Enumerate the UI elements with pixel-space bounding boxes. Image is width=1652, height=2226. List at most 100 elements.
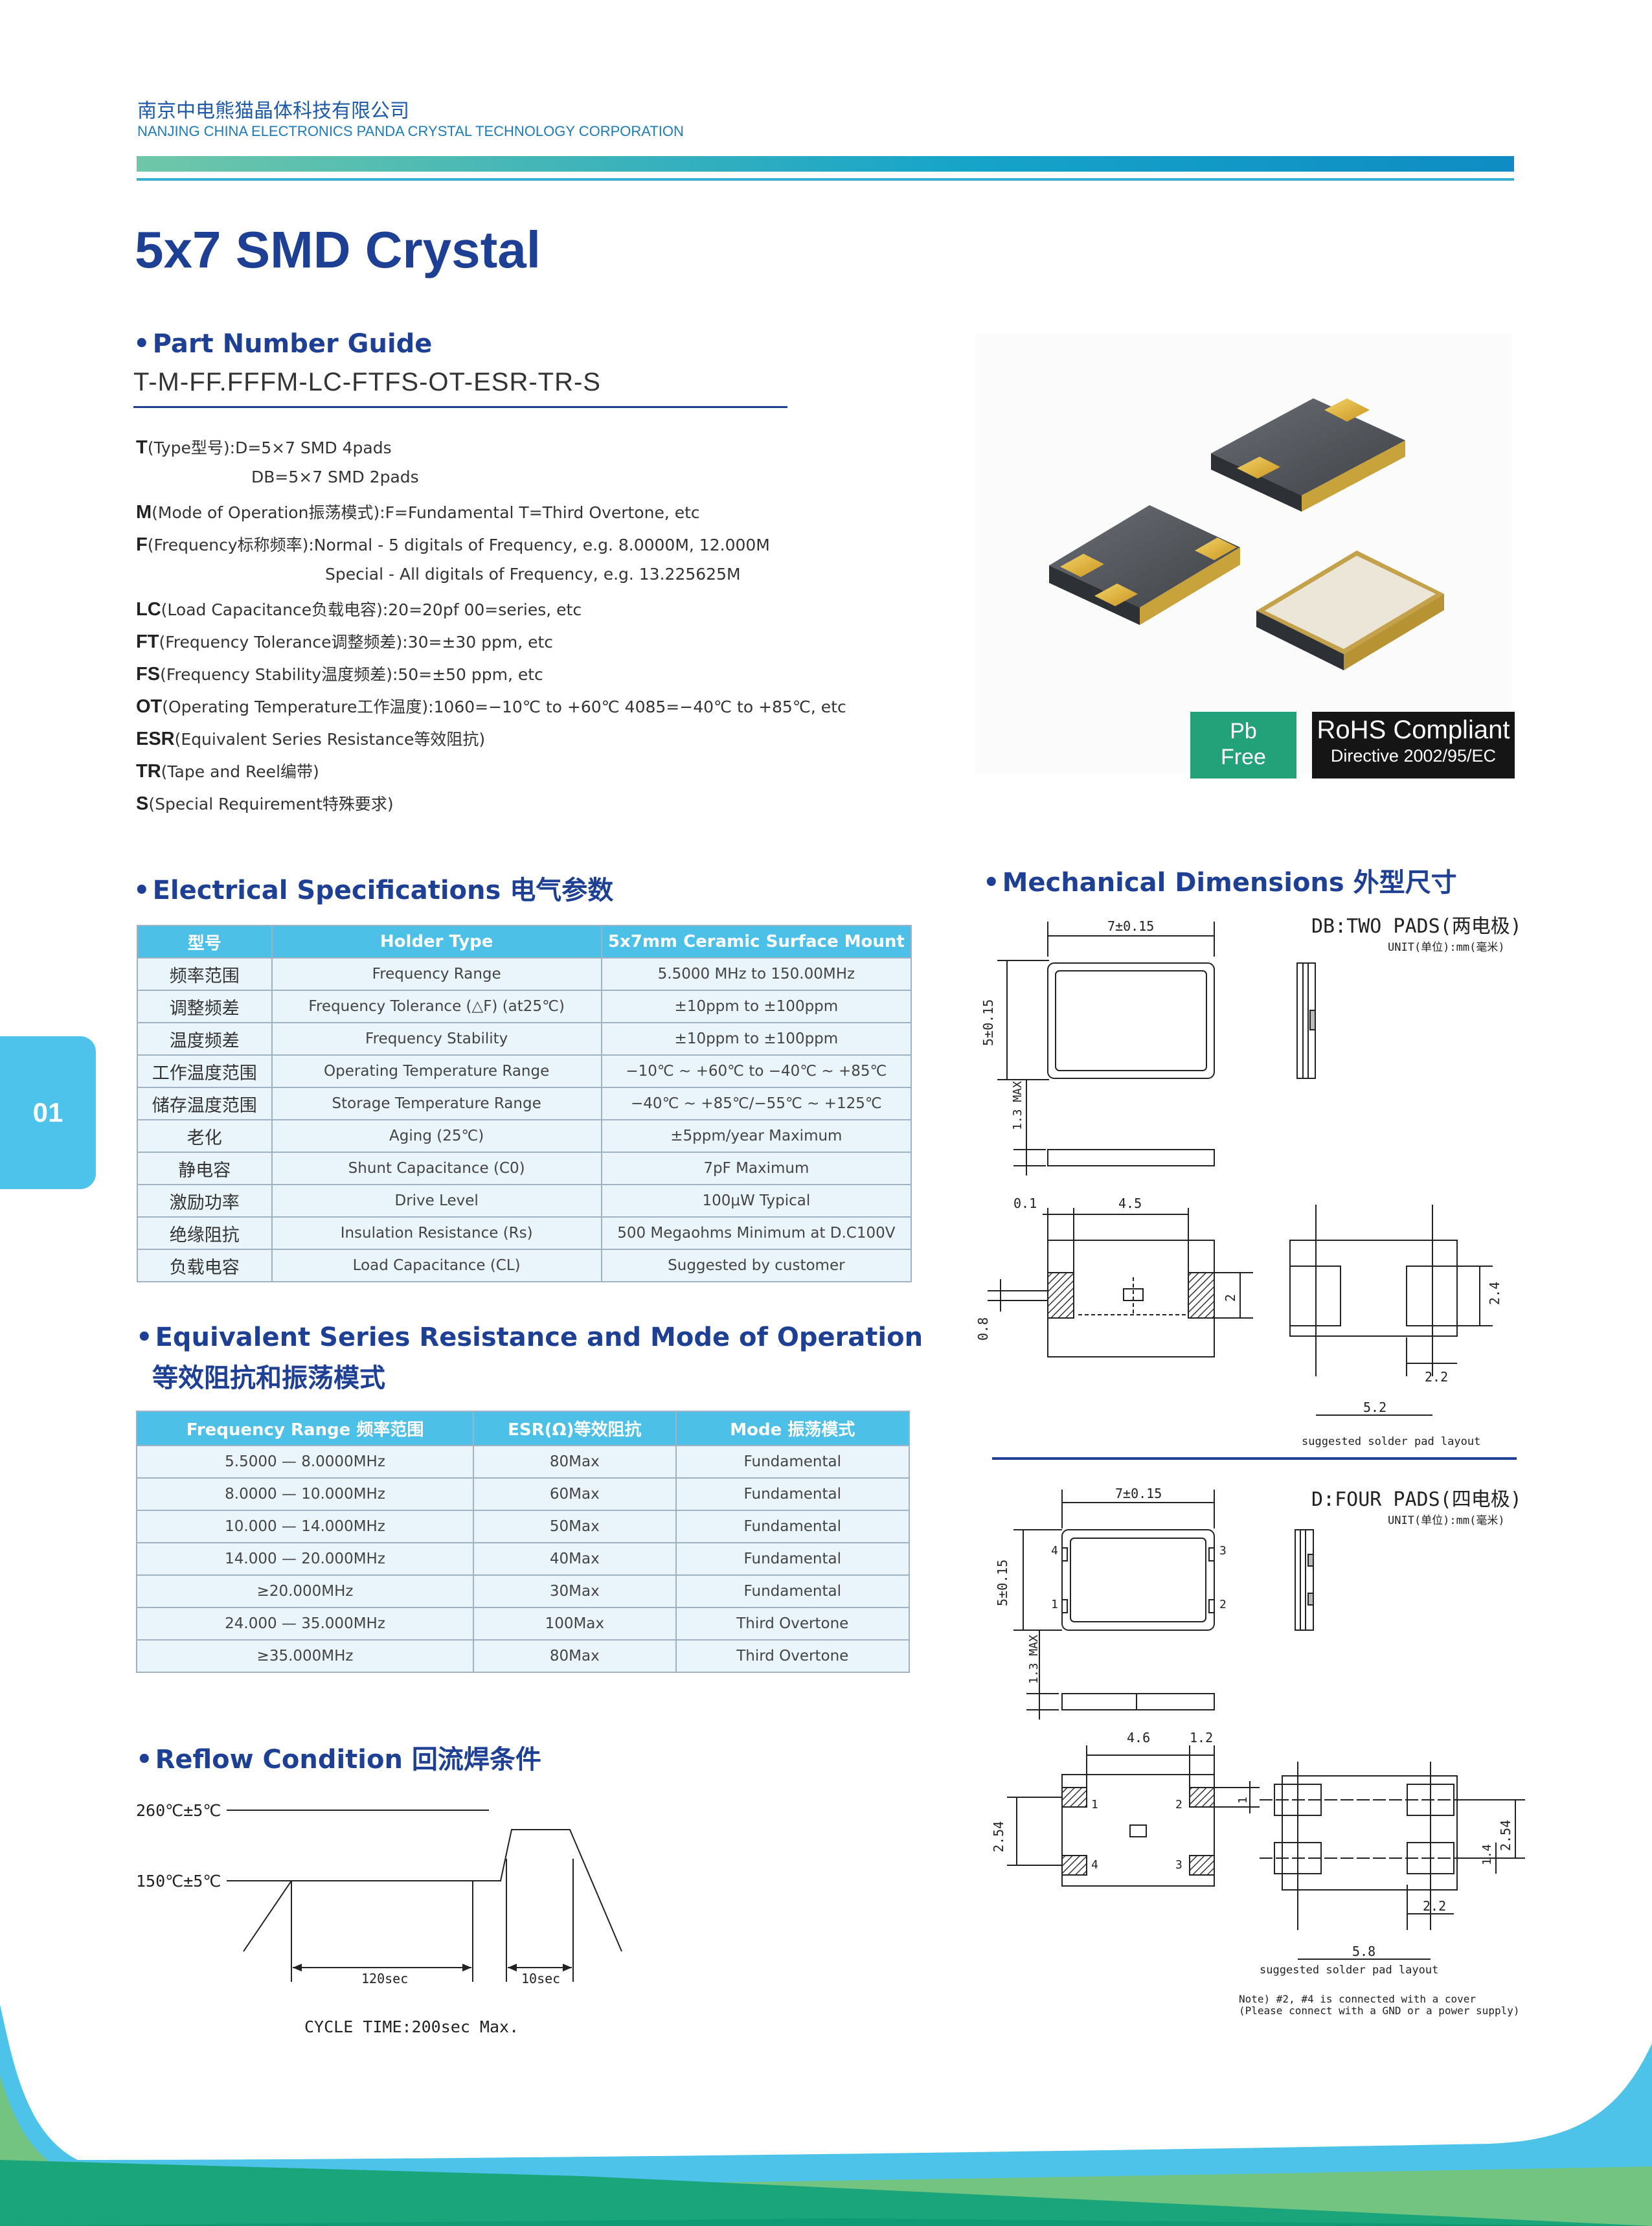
part-guide-key: F [136, 534, 148, 555]
company-name-en: NANJING CHINA ELECTRONICS PANDA CRYSTAL … [137, 123, 684, 139]
table-cell: 24.000 — 35.000MHz [135, 1607, 475, 1641]
part-guide-desc: (Mode of Operation振荡模式):F=Fundamental T=… [152, 503, 700, 522]
bottom-pin-2: 2 [1175, 1798, 1182, 1811]
pattern-underline [133, 406, 787, 408]
pb-free-badge: Pb Free [1190, 712, 1296, 778]
table-cell: 10.000 — 14.000MHz [135, 1510, 475, 1543]
part-guide-heading-text: Part Number Guide [152, 329, 433, 359]
part-guide-key: FT [136, 631, 159, 652]
section-divider [992, 1457, 1517, 1460]
label-150: 150℃±5℃ [136, 1872, 221, 1891]
part-guide-desc: (Frequency标称频率):Normal - 5 digitals of F… [147, 536, 770, 554]
table-cell: Load Capacitance (CL) [271, 1249, 602, 1282]
part-guide-line: FS(Frequency Stability温度频差):50=±50 ppm, … [136, 662, 543, 685]
table-cell: 14.000 — 20.000MHz [135, 1542, 475, 1576]
part-guide-line: Special - All digitals of Frequency, e.g… [325, 565, 741, 584]
table-cell: 激励功率 [137, 1184, 273, 1218]
part-guide-desc: (Load Capacitance负载电容):20=20pf 00=series… [161, 600, 582, 619]
d-four-pads-drawing: 7±0.15 5±0.15 1.3 MAX 4 3 1 2 4.6 1.2 1 … [991, 1486, 1525, 2017]
db-dim-22: 2.2 [1425, 1369, 1448, 1385]
table-cell: 50Max [473, 1510, 677, 1543]
company-name-cn: 南京中电熊猫晶体科技有限公司 [137, 100, 409, 122]
d-unit: UNIT(单位):mm(毫米) [1388, 1514, 1505, 1527]
table-cell: 储存温度范围 [137, 1087, 273, 1120]
table-cell: 工作温度范围 [137, 1054, 273, 1088]
part-guide-desc: (Frequency Tolerance调整频差):30=±30 ppm, et… [159, 633, 554, 652]
page-tab: 01 [0, 1036, 96, 1189]
db-dim-width: 7±0.15 [1107, 918, 1154, 934]
reflow-profile-diagram: 260℃±5℃ 150℃±5℃ 120sec 10sec CYCLE TIME:… [136, 1801, 622, 2036]
column-header: Holder Type [271, 925, 602, 959]
d-dim-height: 5±0.15 [995, 1560, 1010, 1606]
table-cell: 静电容 [137, 1152, 273, 1185]
table-cell: Frequency Tolerance (△F) (at25℃) [271, 990, 602, 1023]
table-cell: 5.5000 MHz to 150.00MHz [600, 957, 912, 991]
cycle-time: CYCLE TIME:200sec Max. [304, 2017, 519, 2036]
table-cell: 80Max [473, 1445, 677, 1479]
table-cell: Frequency Range [271, 957, 602, 991]
product-photo [975, 334, 1512, 774]
table-cell: −40℃ ~ +85℃/−55℃ ~ +125℃ [600, 1087, 912, 1120]
table-cell: 绝缘阻抗 [137, 1216, 273, 1250]
d-dim-46: 4.6 [1127, 1730, 1150, 1745]
part-guide-heading: •Part Number Guide [133, 329, 433, 359]
table-cell: 100μW Typical [600, 1184, 912, 1218]
table-cell: 80Max [473, 1639, 677, 1673]
d-dim-width: 7±0.15 [1115, 1486, 1162, 1501]
db-dim-24: 2.4 [1487, 1282, 1502, 1305]
part-guide-desc: (Frequency Stability温度频差):50=±50 ppm, et… [160, 665, 543, 684]
db-solder-note: suggested solder pad layout [1302, 1435, 1480, 1448]
part-guide-key: S [136, 793, 149, 814]
part-guide-line: T(Type型号):D=5×7 SMD 4pads [136, 435, 392, 459]
table-cell: 8.0000 — 10.000MHz [135, 1477, 475, 1511]
part-guide-key: ESR [136, 729, 175, 749]
table-cell: ±10ppm to ±100ppm [600, 1022, 912, 1056]
part-guide-desc: (Special Requirement特殊要求) [148, 795, 394, 813]
part-guide-desc: (Equivalent Series Resistance等效阻抗) [174, 730, 486, 749]
table-cell: 老化 [137, 1119, 273, 1153]
part-guide-line: DB=5×7 SMD 2pads [251, 468, 419, 486]
part-guide-key: LC [136, 599, 161, 620]
d-dim-1: 1 [1236, 1797, 1250, 1804]
mechanical-heading-text: Mechanical Dimensions 外型尺寸 [1002, 868, 1457, 898]
bottom-pin-1: 1 [1091, 1798, 1098, 1811]
esr-heading-text: Equivalent Series Resistance and Mode of… [155, 1323, 923, 1352]
table-cell: 40Max [473, 1542, 677, 1576]
pb-line2: Free [1221, 745, 1266, 769]
part-guide-line: LC(Load Capacitance负载电容):20=20pf 00=seri… [136, 597, 582, 620]
header-bar [137, 156, 1514, 172]
db-dim-height: 5±0.15 [980, 999, 996, 1046]
part-guide-desc: (Type型号):D=5×7 SMD 4pads [147, 438, 392, 457]
table-cell: Suggested by customer [600, 1249, 912, 1282]
table-cell: Drive Level [271, 1184, 602, 1218]
table-cell: ≥35.000MHz [135, 1639, 475, 1673]
table-cell: Fundamental [675, 1445, 911, 1479]
d-dim-254-right: 2.54 [1498, 1820, 1513, 1851]
db-dim-52: 5.2 [1363, 1400, 1386, 1415]
column-header: ESR(Ω)等效阻抗 [473, 1411, 677, 1446]
part-guide-key: T [136, 437, 148, 458]
db-dim-thickness: 1.3 MAX [1011, 1081, 1024, 1130]
table-cell: 调整频差 [137, 990, 273, 1023]
d-dim-14: 1.4 [1480, 1844, 1494, 1865]
table-cell: Third Overtone [675, 1639, 911, 1673]
part-guide-key: TR [136, 761, 161, 782]
db-title: DB:TWO PADS(两电极) [1311, 915, 1522, 938]
d-dim-12: 1.2 [1190, 1730, 1213, 1745]
label-120sec: 120sec [361, 1971, 408, 1986]
